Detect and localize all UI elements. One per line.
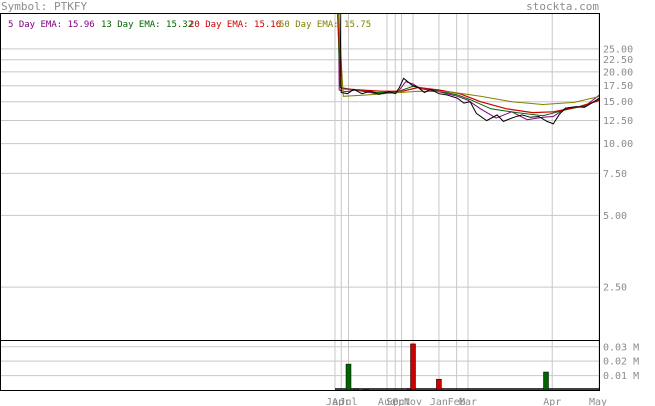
volume-tick-label: 0.01 M xyxy=(603,371,639,382)
date-tick-label: Jan xyxy=(430,397,448,406)
price-tick-label: 7.50 xyxy=(603,169,627,180)
price-tick-label: 20.00 xyxy=(603,67,633,78)
date-tick-label: May xyxy=(589,397,607,406)
volume-bar xyxy=(436,378,442,391)
price-grid xyxy=(1,48,599,288)
legend-ema20: 20 Day EMA: 15.16 xyxy=(189,20,281,30)
volume-bar xyxy=(543,371,549,391)
price-line xyxy=(339,14,599,125)
series-layer xyxy=(337,14,599,125)
date-tick-label: Jul xyxy=(339,397,357,406)
date-tick-label: Sep xyxy=(386,397,404,406)
volume-bar xyxy=(353,388,359,391)
price-tick-label: 5.00 xyxy=(603,211,627,222)
date-tick-label: Jan xyxy=(326,397,344,406)
price-axis-ticks: 2.50 5.00 7.50 10.00 12.50 15.00 17.50 20.0022.… xyxy=(603,44,633,293)
date-tick-label: Mar xyxy=(459,397,477,406)
legend-ema50: 50 Day EMA: 15.75 xyxy=(279,20,371,30)
volume-panel-frame xyxy=(0,340,600,391)
date-tick-label: Apr xyxy=(543,397,561,406)
site-name: stockta.com xyxy=(526,0,599,13)
price-tick-label: 10.00 xyxy=(603,139,633,150)
13-day-ema-line xyxy=(337,14,599,117)
volume-bar xyxy=(363,388,369,391)
50-day-ema-line xyxy=(337,14,599,106)
symbol-label: Symbol: PTKFY xyxy=(1,0,87,13)
volume-grid xyxy=(1,346,599,377)
volume-bar xyxy=(345,363,352,391)
price-tick-label: 2.50 xyxy=(603,283,627,294)
legend-ema13: 13 Day EMA: 15.32 xyxy=(101,20,193,30)
price-tick-label: 22.50 xyxy=(603,55,633,66)
volume-axis-ticks: 0.01 M 0.02 M 0.03 M xyxy=(603,342,639,382)
date-tick-label: Apr xyxy=(332,397,350,406)
volume-tick-label: 0.02 M xyxy=(603,357,639,368)
date-tick-label: Aug xyxy=(378,397,396,406)
volume-bar xyxy=(410,343,416,391)
date-tick-label: Feb xyxy=(448,397,466,406)
date-tick-label: Oct xyxy=(392,397,410,406)
price-tick-label: 25.00 xyxy=(603,44,633,55)
price-tick-label: 17.50 xyxy=(603,81,633,92)
volume-tick-label: 0.03 M xyxy=(603,342,639,353)
legend-ema5: 5 Day EMA: 15.96 xyxy=(8,20,95,30)
price-tick-label: 12.50 xyxy=(603,116,633,127)
date-tick-label: Nov xyxy=(404,397,422,406)
legend: 5 Day EMA: 15.96 13 Day EMA: 15.32 20 Da… xyxy=(8,20,371,30)
price-tick-label: 15.00 xyxy=(603,97,633,108)
